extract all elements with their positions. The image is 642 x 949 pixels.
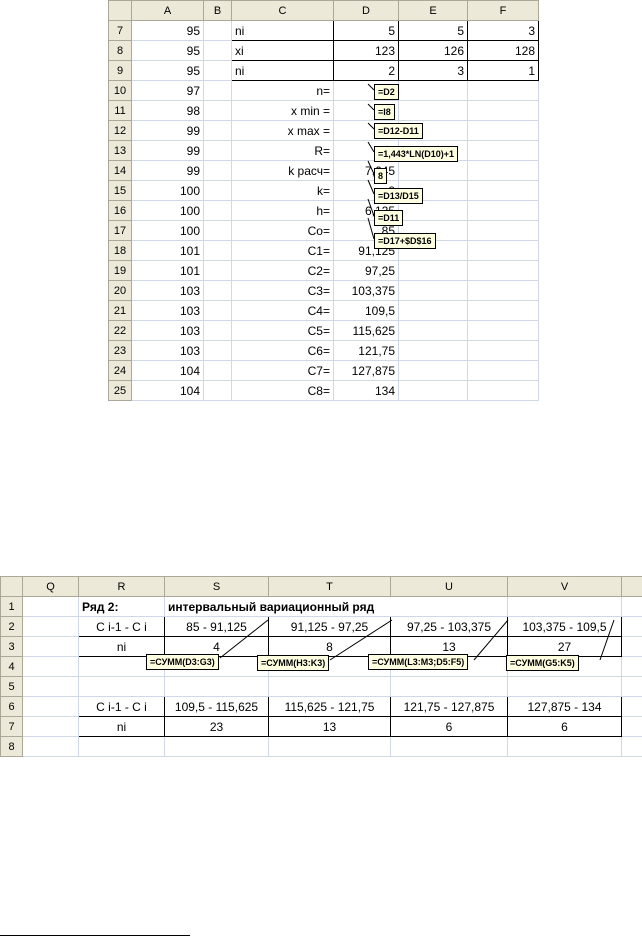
column-header-f[interactable]: F — [467, 0, 539, 21]
cell-interval[interactable]: 103,375 - 109,5 — [507, 616, 622, 637]
row-header[interactable]: 7 — [0, 716, 23, 737]
cell-a[interactable]: 99 — [131, 120, 204, 141]
comment-note: =D12-D11 — [374, 123, 423, 139]
row-header[interactable]: 25 — [108, 380, 132, 401]
row-header[interactable]: 24 — [108, 360, 132, 381]
cell-d[interactable]: 97,25 — [333, 260, 399, 281]
comment-note: =1,443*LN(D10)+1 — [374, 146, 459, 162]
row-header[interactable]: 23 — [108, 340, 132, 361]
cell-c[interactable]: x min = — [231, 100, 334, 121]
row-header[interactable]: 14 — [108, 160, 132, 181]
row-header[interactable]: 1 — [0, 596, 23, 617]
column-header-t[interactable]: T — [268, 576, 391, 597]
row-header[interactable]: 2 — [0, 616, 23, 637]
column-header-u[interactable]: U — [390, 576, 508, 597]
column-header-v[interactable]: V — [507, 576, 622, 597]
comment-note: =СУММ(L3:M3;D5:F5) — [368, 654, 469, 670]
cell-d[interactable]: 123 — [333, 40, 399, 61]
row-header[interactable]: 19 — [108, 260, 132, 281]
row-header[interactable]: 16 — [108, 200, 132, 221]
row-header[interactable]: 12 — [108, 120, 132, 141]
cell-f[interactable] — [467, 380, 539, 401]
cell-a[interactable]: 95 — [131, 20, 204, 41]
row-header[interactable]: 22 — [108, 320, 132, 341]
column-header-w[interactable] — [621, 576, 642, 597]
comment-note: =D13/D15 — [374, 188, 423, 204]
cell-interval[interactable]: 85 - 91,125 — [164, 616, 269, 637]
row-header[interactable]: 9 — [108, 60, 132, 81]
cell-c[interactable]: x max = — [231, 120, 334, 141]
cell-c[interactable]: C6= — [231, 340, 334, 361]
cell-a[interactable]: 103 — [131, 280, 204, 301]
comment-note: =СУММ(D3:G3) — [146, 654, 219, 670]
cell-a[interactable]: 99 — [131, 140, 204, 161]
row-header[interactable]: 20 — [108, 280, 132, 301]
column-header-s[interactable]: S — [164, 576, 269, 597]
comment-note: =СУММ(G5:K5) — [506, 655, 579, 671]
comment-note: =СУММ(H3:K3) — [257, 655, 330, 671]
comment-note: =D11 — [374, 210, 404, 226]
comment-note: =D17+$D$16 — [374, 233, 436, 249]
column-header-b[interactable]: B — [203, 0, 232, 21]
footnote-separator — [0, 935, 190, 936]
cell-c[interactable]: k расч= — [231, 160, 334, 181]
column-header-e[interactable]: E — [398, 0, 468, 21]
row-header[interactable]: 6 — [0, 696, 23, 717]
cell-a[interactable]: 104 — [131, 380, 204, 401]
cell-a[interactable]: 99 — [131, 160, 204, 181]
comment-note: =I8 — [374, 104, 395, 120]
row-header[interactable]: 8 — [0, 736, 23, 757]
column-header-d[interactable]: D — [333, 0, 399, 21]
row-header[interactable]: 4 — [0, 656, 23, 677]
row-header[interactable]: 17 — [108, 220, 132, 241]
comment-note: =D2 — [374, 84, 399, 100]
column-header-c[interactable]: C — [231, 0, 334, 21]
cell-a[interactable]: 103 — [131, 300, 204, 321]
cell-d[interactable]: 134 — [333, 380, 399, 401]
cell-a[interactable]: 103 — [131, 320, 204, 341]
column-header-r[interactable]: R — [78, 576, 165, 597]
cell-c[interactable]: C8= — [231, 380, 334, 401]
corner-cell[interactable] — [0, 576, 23, 597]
comment-note: 8 — [374, 168, 388, 184]
spreadsheet-grid-2: Q R S T U V 1 Ряд 2: интервальный вариац… — [0, 576, 642, 757]
column-header-a[interactable]: A — [131, 0, 204, 21]
row-header[interactable]: 5 — [0, 676, 23, 697]
cell-interval[interactable]: 109,5 - 115,625 — [164, 696, 269, 717]
cell-interval[interactable]: 97,25 - 103,375 — [390, 616, 508, 637]
row-header[interactable]: 7 — [108, 20, 132, 41]
